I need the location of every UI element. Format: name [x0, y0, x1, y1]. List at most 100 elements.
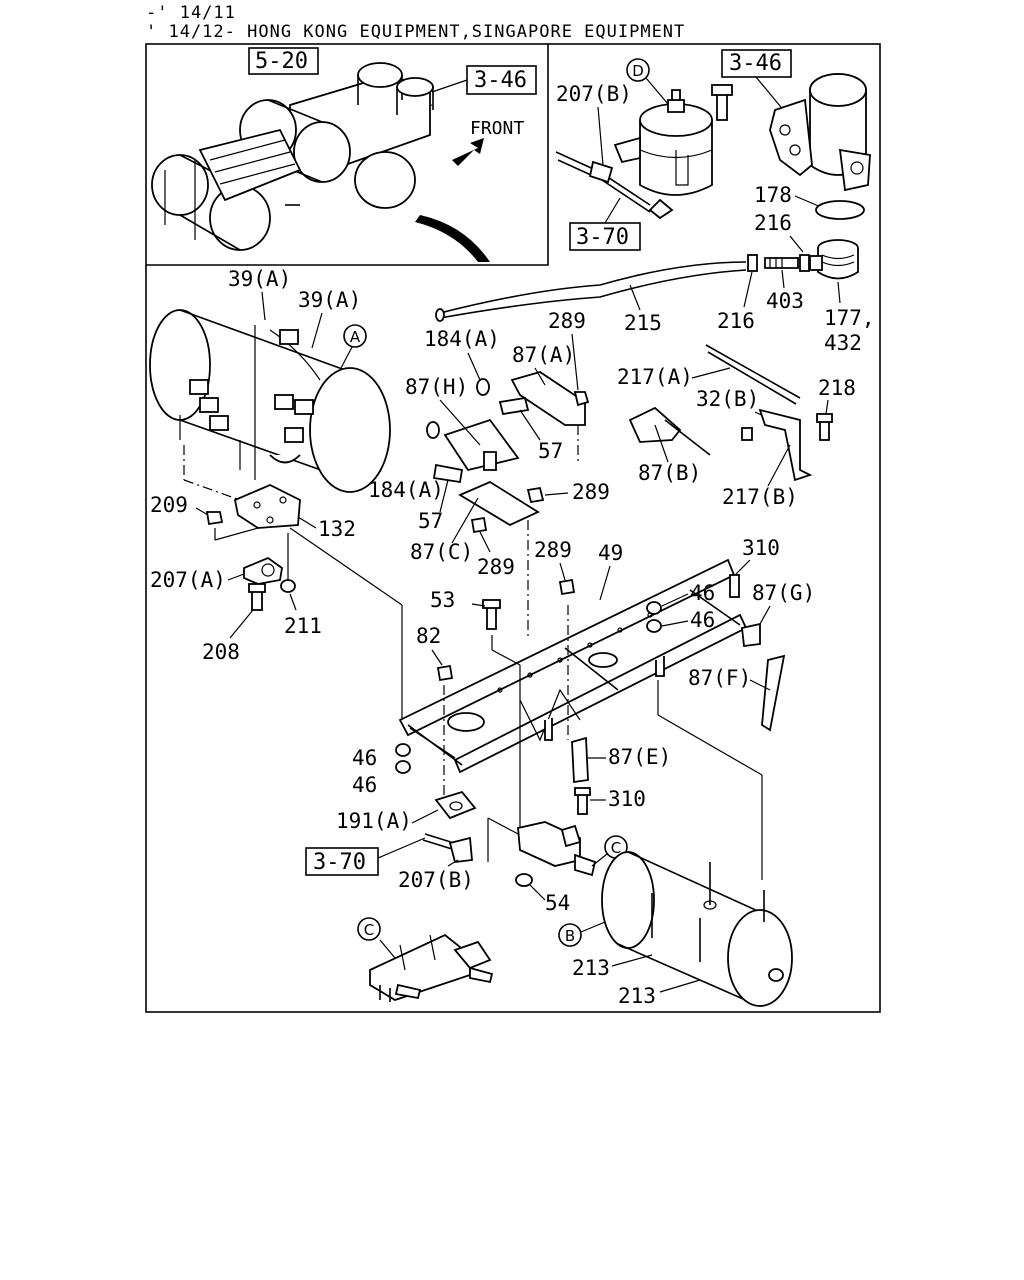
leader — [789, 235, 804, 253]
clamp-178 — [815, 200, 865, 220]
label-216-top: 216 — [754, 211, 792, 235]
label-87c: 87(C) — [410, 540, 473, 564]
leader — [195, 507, 209, 516]
label-87f: 87(F) — [688, 666, 751, 690]
valve-bracket-detail-c-illustration — [369, 933, 494, 1002]
pipe-215 — [439, 261, 747, 314]
bracket-87e — [571, 736, 589, 784]
overview-inset-frame — [146, 44, 549, 266]
header-line-1: -' 14/11 — [146, 3, 236, 23]
leader — [431, 79, 468, 93]
callout-a-label: A — [350, 328, 361, 346]
callout-c-right-label: C — [611, 839, 621, 857]
ref-5-20: 5-20 — [255, 49, 308, 74]
front-direction-curve-arrow — [415, 215, 490, 262]
leader — [311, 312, 323, 349]
ref-3-46-left: 3-46 — [474, 68, 527, 93]
label-289-mid: 289 — [572, 480, 610, 504]
leader — [431, 649, 443, 666]
leader — [767, 444, 791, 487]
page-header: -' 14/11' 14/12- HONG KONG EQUIPMENT,SIN… — [146, 4, 685, 42]
bracket-217b — [758, 408, 813, 482]
bracket-132 — [233, 484, 301, 529]
leader — [781, 269, 785, 289]
bracket-191a — [434, 790, 477, 820]
leader — [825, 399, 829, 415]
leader — [289, 593, 297, 611]
clip-207b-top — [588, 160, 614, 184]
label-39a-1: 39(A) — [228, 267, 291, 291]
washer-216-bottom — [747, 254, 758, 272]
air-dryer-illustration — [769, 73, 871, 192]
label-32b: 32(B) — [696, 387, 759, 411]
leader — [571, 333, 579, 391]
leader — [743, 271, 753, 308]
bolt-218 — [819, 419, 830, 441]
label-432: 432 — [824, 331, 862, 355]
label-39a-2: 39(A) — [298, 288, 361, 312]
front-arrow-icon — [452, 138, 484, 166]
leader — [691, 367, 731, 379]
bolt-310-top — [729, 574, 740, 598]
label-218: 218 — [818, 376, 856, 400]
ref-box-5-20 — [248, 47, 319, 75]
label-403: 403 — [766, 289, 804, 313]
label-46-l1: 46 — [352, 746, 377, 770]
nut-289-top — [573, 391, 590, 407]
label-57-right: 57 — [538, 439, 563, 463]
leader — [467, 352, 481, 381]
bolt-57-left — [432, 463, 464, 484]
label-178: 178 — [754, 183, 792, 207]
fitting-177-432 — [809, 239, 859, 280]
callout-circle-c-detail — [357, 917, 381, 941]
bracket-87a — [510, 371, 586, 426]
callout-circle-d — [626, 58, 650, 82]
leader — [661, 620, 689, 627]
callout-circle-b — [558, 923, 582, 947]
nut-289-low2 — [558, 578, 576, 596]
label-207b-bottom: 207(B) — [398, 868, 474, 892]
leader — [519, 409, 541, 441]
label-87b: 87(B) — [638, 461, 701, 485]
leader — [534, 367, 546, 386]
nut-209 — [205, 511, 224, 526]
nut-46-l2 — [395, 760, 411, 774]
label-87e: 87(E) — [608, 745, 671, 769]
air-tank-a-illustration — [149, 309, 391, 493]
label-217b: 217(B) — [722, 485, 798, 509]
nut-211 — [280, 579, 296, 593]
leader — [439, 399, 481, 446]
leader — [645, 77, 669, 105]
label-289-low2: 289 — [534, 538, 572, 562]
nut-289-mid — [526, 486, 545, 504]
label-213-1: 213 — [572, 956, 610, 980]
clip-207b-bottom — [448, 836, 473, 863]
leader — [604, 197, 621, 224]
leader — [599, 565, 611, 601]
callout-c-detail-label: C — [364, 921, 374, 939]
label-57-left: 57 — [418, 509, 443, 533]
label-207a: 207(A) — [150, 568, 226, 592]
nut-54 — [515, 873, 533, 887]
label-310-top: 310 — [742, 536, 780, 560]
label-87h: 87(H) — [405, 375, 468, 399]
leader — [479, 531, 491, 553]
front-label: FRONT — [470, 118, 524, 139]
bracket-87h — [443, 418, 520, 472]
label-184a-top: 184(A) — [424, 327, 500, 351]
label-213-2: 213 — [618, 984, 656, 1008]
label-289-top: 289 — [548, 309, 586, 333]
label-46-r1: 46 — [690, 581, 715, 605]
header-line-2: ' 14/12- HONG KONG EQUIPMENT,SINGAPORE E… — [146, 22, 686, 42]
bracket-87g — [741, 622, 761, 648]
leader — [629, 284, 641, 311]
label-191a: 191(A) — [336, 809, 412, 833]
leader — [755, 76, 786, 113]
leader — [559, 562, 566, 581]
ref-box-3-70-bottom — [305, 847, 379, 876]
label-184a-mid: 184(A) — [368, 478, 444, 502]
leader — [597, 106, 604, 166]
leader — [735, 559, 751, 575]
label-217a: 217(A) — [617, 365, 693, 389]
